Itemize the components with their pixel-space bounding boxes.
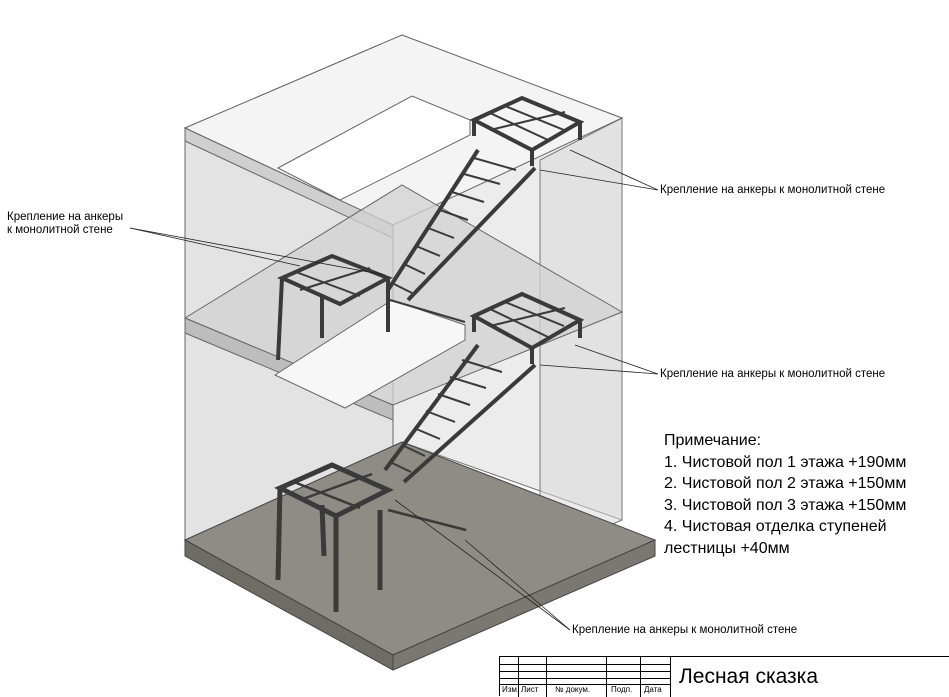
stamp-label: Дата [644, 685, 662, 694]
top-slab-opening [276, 95, 471, 201]
note-item: лестницы +40мм [664, 539, 790, 557]
callout-bottom: Крепление на анкеры к монолитной стене [572, 624, 798, 636]
note-item: 3. Чистовой пол 3 этажа +150мм [664, 496, 907, 514]
callout-left: Крепление на анкеры к монолитной стене [7, 211, 124, 236]
callout-top-right: Крепление на анкеры к монолитной стене [660, 184, 886, 196]
middle-landing-frame [276, 253, 466, 361]
ground-slab-front-right [392, 539, 656, 671]
stamp-label: Подп. [611, 685, 633, 694]
upper-landing-frame [469, 95, 585, 166]
stamp-label: Изм. [502, 685, 520, 694]
callout-mid-right: Крепление на анкеры к монолитной стене [660, 368, 886, 380]
note-item: 2. Чистовой пол 2 этажа +150мм [664, 475, 907, 492]
notes-block: Примечание: 1. Чистовой пол 1 этажа +190… [664, 430, 906, 559]
leader-lines [129, 149, 659, 631]
middle-slab-opening [273, 299, 466, 409]
mid-upper-landing-frame [469, 291, 585, 364]
lower-flight [383, 343, 537, 484]
note-item: 4. Чистовая отделка ступеней [664, 518, 887, 535]
notes-heading: Примечание: [664, 432, 762, 449]
note-item: 1. Чистовой пол 1 этажа +190мм [664, 453, 907, 471]
upper-flight [386, 148, 537, 302]
stamp-label: № докум. [555, 685, 591, 694]
project-title: Лесная сказка [670, 657, 949, 697]
title-block: Изм. Лист № докум. Подп. Дата Лесная ска… [499, 656, 949, 697]
lower-landing-frame [274, 462, 467, 612]
stamp-label: Лист [521, 685, 539, 694]
title-block-grid: Изм. Лист № докум. Подп. Дата [500, 657, 670, 697]
